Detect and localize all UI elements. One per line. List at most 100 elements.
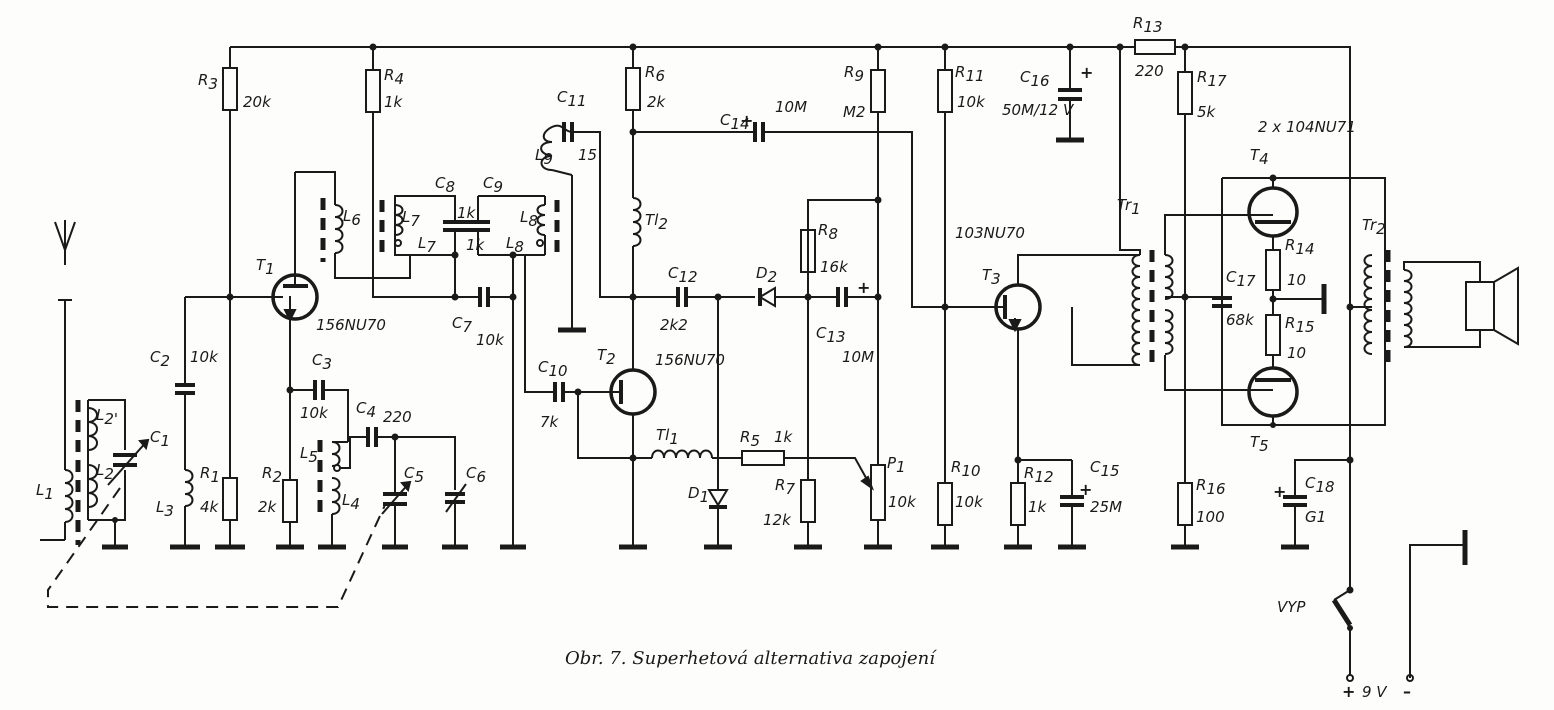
- transistor-t2: [609, 297, 657, 550]
- type-t1: 156NU70: [316, 316, 386, 334]
- label-t3: T3: [982, 266, 1001, 288]
- capacitor-c14: [753, 122, 995, 308]
- label-r3: R3: [198, 71, 218, 93]
- value-r16: 100: [1196, 508, 1225, 526]
- transformer-tr2: [1346, 250, 1481, 370]
- if-transformer-2: [466, 195, 560, 550]
- plus-c16: +: [1080, 63, 1093, 82]
- label-r8: R8: [818, 221, 838, 243]
- value-c2: 10k: [190, 348, 219, 366]
- label-c13: C13: [816, 324, 846, 346]
- value-r10: 10k: [955, 493, 984, 511]
- resistor-r1: [215, 477, 245, 550]
- label-c3: C3: [312, 351, 332, 373]
- value-r5: 1k: [774, 428, 794, 446]
- value-r8: 16k: [820, 258, 849, 276]
- value-r4: 1k: [384, 93, 404, 111]
- antenna-symbol: [54, 220, 76, 470]
- inductor-l4-l5: [317, 436, 368, 550]
- choke-tl1: [648, 449, 742, 459]
- value-c10: 7k: [540, 413, 560, 431]
- label-c16: C16: [1020, 68, 1050, 90]
- supply-terminal: [1406, 530, 1468, 682]
- value-c16: 50M/12 V: [1002, 101, 1075, 119]
- value-c12: 2k2: [660, 316, 688, 334]
- supply-voltage: 9 V: [1362, 683, 1388, 701]
- resistor-r6: [625, 47, 755, 198]
- label-c4: C4: [356, 399, 376, 421]
- label-r11: R11: [955, 63, 985, 85]
- label-t1: T1: [256, 256, 275, 278]
- inductor-l2: [87, 399, 150, 550]
- label-tl1: Tl1: [656, 426, 679, 448]
- value-r11: 10k: [957, 93, 986, 111]
- label-c8: C8: [435, 174, 455, 196]
- label-r6: R6: [645, 63, 665, 85]
- resistor-r3: [222, 47, 238, 478]
- inductor-l1: [40, 400, 81, 545]
- label-c9: C9: [483, 174, 503, 196]
- label-l4: L4: [342, 491, 360, 513]
- capacitor-c17: [1212, 177, 1386, 426]
- label-r1: R1: [200, 464, 220, 486]
- label-c6: C6: [466, 464, 486, 486]
- capacitor-c10: [553, 382, 648, 459]
- capacitor-c5: [381, 480, 412, 550]
- plus-c14: +: [740, 111, 753, 130]
- transformer-tr1: [1131, 214, 1273, 391]
- plus-c18: +: [1273, 482, 1286, 501]
- output-pair-type: 2 x 104NU71: [1258, 118, 1356, 136]
- value-r2: 2k: [258, 498, 278, 516]
- label-p1: P1: [887, 454, 906, 476]
- diode-d2: [758, 286, 838, 308]
- resistor-r13: [1119, 39, 1176, 255]
- label-tr2: Tr2: [1362, 216, 1386, 238]
- supply-plus: +: [1342, 682, 1355, 701]
- resistor-r4: [365, 47, 478, 301]
- value-c3: 10k: [300, 404, 329, 422]
- capacitor-c16: [1056, 47, 1084, 143]
- label-c11: C11: [557, 88, 587, 110]
- label-l8b: L8: [506, 234, 524, 256]
- t1-input-network: [170, 293, 275, 550]
- label-r14: R14: [1285, 236, 1315, 258]
- value-r17: 5k: [1197, 103, 1217, 121]
- label-l2p: L2': [96, 406, 118, 428]
- label-r5: R5: [740, 428, 760, 450]
- capacitor-c6: [442, 483, 468, 550]
- gang-link: [47, 487, 386, 608]
- label-c14: C14: [720, 111, 750, 133]
- value-r9: M2: [843, 103, 866, 121]
- label-c7: C7: [452, 314, 472, 336]
- label-tr1: Tr1: [1117, 196, 1141, 218]
- t1-emitter-network: [276, 380, 349, 550]
- transistor-t1: [271, 172, 319, 480]
- value-c14: 10M: [775, 98, 807, 116]
- type-t2: 156NU70: [655, 351, 725, 369]
- value-c4: 220: [383, 408, 412, 426]
- value-r13: 220: [1135, 62, 1164, 80]
- label-l5: L5: [300, 444, 318, 466]
- value-c8: 1k: [457, 204, 477, 222]
- label-c1: C1: [150, 428, 170, 450]
- label-c10: C10: [538, 358, 568, 380]
- label-tl2: Tl2: [645, 211, 668, 233]
- label-r16: R16: [1196, 476, 1226, 498]
- type-t3: 103NU70: [955, 224, 1025, 242]
- resistor-r11-r10: [931, 47, 959, 550]
- choke-tl2: [629, 197, 642, 301]
- inductor-l9: [540, 122, 678, 333]
- capacitor-c7: [478, 287, 517, 307]
- transistor-t5: [1247, 366, 1299, 428]
- label-l2: L2: [96, 461, 114, 483]
- label-t2: T2: [597, 346, 616, 368]
- label-l6: L6: [343, 207, 361, 229]
- label-r15: R15: [1285, 314, 1315, 336]
- switch-label: VYP: [1277, 598, 1306, 616]
- diode-d1: [704, 297, 732, 550]
- label-r9: R9: [844, 63, 864, 85]
- speaker-icon: [1465, 266, 1519, 346]
- supply-minus: –: [1403, 682, 1411, 701]
- label-l7b: L7: [418, 234, 436, 256]
